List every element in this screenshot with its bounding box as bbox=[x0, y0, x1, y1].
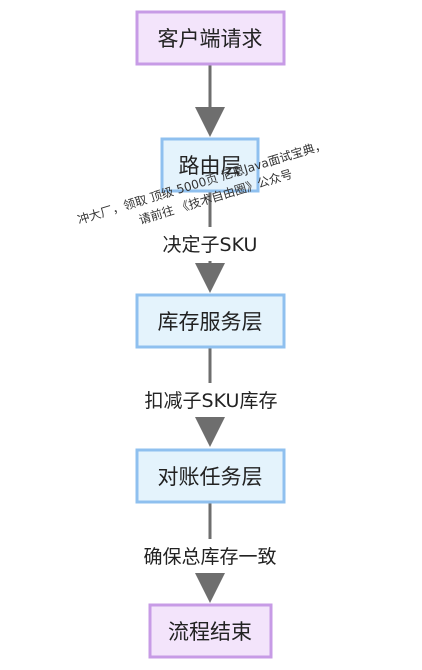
node-client-request: 客户端请求 bbox=[135, 10, 286, 66]
node-process-end: 流程结束 bbox=[148, 603, 273, 659]
node-routing-layer: 路由层 bbox=[160, 137, 260, 193]
node-box bbox=[135, 10, 286, 66]
node-box bbox=[135, 293, 286, 349]
edge-label-bg bbox=[120, 539, 300, 573]
node-label: 路由层 bbox=[179, 154, 242, 178]
edge-label-bg bbox=[148, 227, 272, 261]
node-box bbox=[135, 448, 286, 504]
edge-labels: 决定子SKU 扣减子SKU库存 确保总库存一致 bbox=[120, 227, 300, 573]
node-inventory-service-layer: 库存服务层 bbox=[135, 293, 286, 349]
edge-label-bg bbox=[126, 383, 296, 417]
node-label: 对账任务层 bbox=[158, 465, 263, 489]
node-box bbox=[148, 603, 273, 659]
node-reconciliation-task-layer: 对账任务层 bbox=[135, 448, 286, 504]
node-box bbox=[160, 137, 260, 193]
node-label: 流程结束 bbox=[168, 620, 252, 644]
edge-label-ensure-total-stock: 确保总库存一致 bbox=[143, 546, 276, 568]
node-label: 库存服务层 bbox=[158, 310, 263, 334]
edge-label-decide-sub-sku: 决定子SKU bbox=[163, 234, 258, 256]
edge-label-deduct-sub-sku-stock: 扣减子SKU库存 bbox=[145, 390, 278, 412]
node-label: 客户端请求 bbox=[158, 27, 263, 51]
